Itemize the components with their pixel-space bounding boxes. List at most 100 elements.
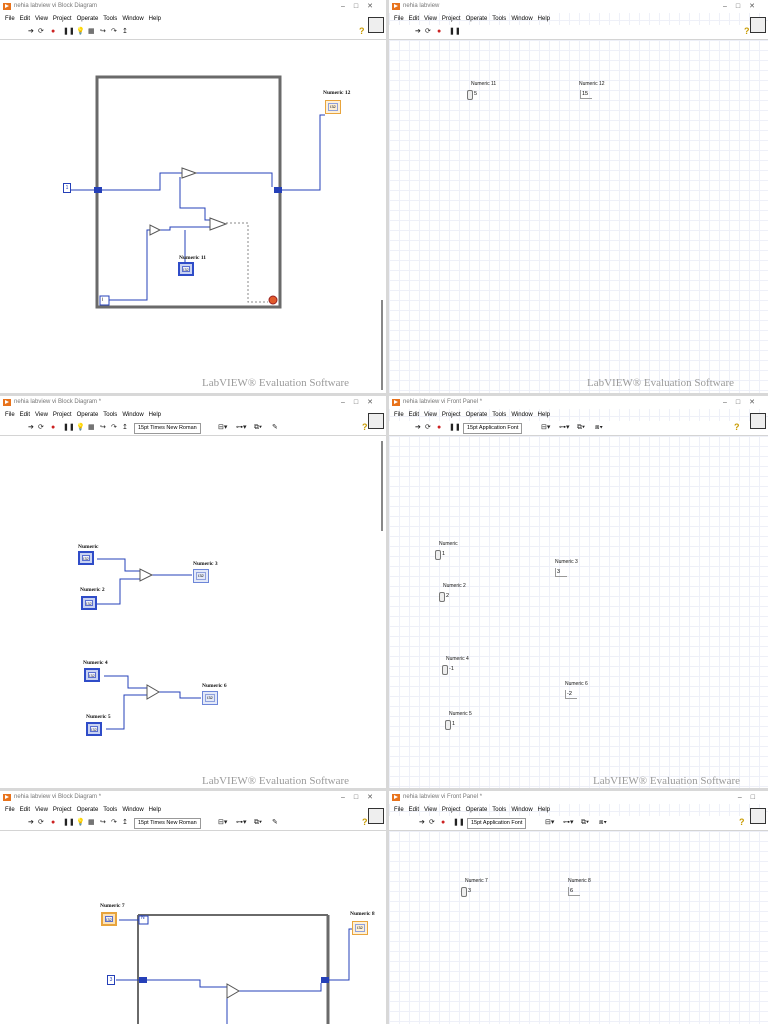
numeric-4-value[interactable]: -1 <box>449 666 454 672</box>
help-icon[interactable]: ? <box>744 26 750 36</box>
numeric-2-increment-decrement[interactable] <box>439 592 445 602</box>
abort-icon[interactable]: ● <box>437 28 442 35</box>
run-continuously-icon[interactable]: ⟳ <box>38 424 44 431</box>
step-into-icon[interactable]: ↪ <box>100 28 106 35</box>
menu-project[interactable]: Project <box>441 807 461 813</box>
menu-edit[interactable]: Edit <box>408 807 420 813</box>
numeric-5-increment-decrement[interactable] <box>445 720 451 730</box>
resize-objects-icon[interactable]: ⧉▾ <box>254 424 262 431</box>
pause-icon[interactable]: ❚❚ <box>63 819 75 826</box>
pause-icon[interactable]: ❚❚ <box>449 424 461 431</box>
pause-icon[interactable]: ❚❚ <box>453 819 465 826</box>
menu-edit[interactable]: Edit <box>19 412 31 418</box>
help-icon[interactable]: ? <box>362 817 368 827</box>
numeric-4-increment-decrement[interactable] <box>442 665 448 675</box>
numeric-constant[interactable]: 1 <box>63 183 71 193</box>
abort-icon[interactable]: ● <box>51 424 56 431</box>
step-over-icon[interactable]: ↷ <box>111 28 117 35</box>
menu-tools[interactable]: Tools <box>103 16 118 22</box>
align-objects-icon[interactable]: ⊟▾ <box>545 819 555 826</box>
menu-view[interactable]: View <box>424 807 437 813</box>
step-into-icon[interactable]: ↪ <box>100 819 106 826</box>
distribute-objects-icon[interactable]: ⊶▾ <box>236 424 247 431</box>
font-selector[interactable]: 15pt Times New Roman <box>134 818 201 829</box>
abort-icon[interactable]: ● <box>437 424 442 431</box>
distribute-objects-icon[interactable]: ⊶▾ <box>563 819 574 826</box>
font-selector[interactable]: 15pt Application Font <box>467 818 527 829</box>
window-controls[interactable]: –□✕ <box>723 399 764 406</box>
menu-tools[interactable]: Tools <box>103 807 118 813</box>
menu-tools[interactable]: Tools <box>492 16 507 22</box>
reorder-icon[interactable]: ⧈▾ <box>599 819 607 826</box>
font-selector[interactable]: 15pt Times New Roman <box>134 423 201 434</box>
menu-help[interactable]: Help <box>537 807 550 813</box>
menu-tools[interactable]: Tools <box>492 412 507 418</box>
menu-help[interactable]: Help <box>148 16 161 22</box>
run-continuously-icon[interactable]: ⟳ <box>425 28 431 35</box>
menu-file[interactable]: File <box>394 807 404 813</box>
menu-file[interactable]: File <box>394 16 404 22</box>
step-out-icon[interactable]: ↥ <box>122 28 128 35</box>
help-icon[interactable]: ? <box>359 26 365 36</box>
abort-icon[interactable]: ● <box>51 819 56 826</box>
menu-project[interactable]: Project <box>441 16 461 22</box>
menu-help[interactable]: Help <box>148 412 161 418</box>
window-controls[interactable]: –□✕ <box>341 3 382 10</box>
menu-help[interactable]: Help <box>537 412 550 418</box>
menu-view[interactable]: View <box>424 16 437 22</box>
menu-window[interactable]: Window <box>122 16 144 22</box>
numeric-2-value[interactable]: 2 <box>446 593 450 599</box>
menu-operate[interactable]: Operate <box>465 807 488 813</box>
menu-view[interactable]: View <box>35 16 48 22</box>
menu-file[interactable]: File <box>5 412 15 418</box>
menu-view[interactable]: View <box>35 412 48 418</box>
menu-window[interactable]: Window <box>511 16 533 22</box>
run-continuously-icon[interactable]: ⟳ <box>38 819 44 826</box>
numeric-4-control-terminal[interactable]: I32 <box>84 668 100 682</box>
menu-tools[interactable]: Tools <box>103 412 118 418</box>
pause-icon[interactable]: ❚❚ <box>63 424 75 431</box>
menu-project[interactable]: Project <box>52 16 72 22</box>
menu-file[interactable]: File <box>5 807 15 813</box>
numeric-3-indicator-terminal[interactable]: I32 <box>193 569 209 583</box>
menu-operate[interactable]: Operate <box>465 412 488 418</box>
menu-operate[interactable]: Operate <box>76 412 99 418</box>
menu-window[interactable]: Window <box>511 807 533 813</box>
run-icon[interactable]: ➔ <box>28 424 34 431</box>
menu-project[interactable]: Project <box>52 412 72 418</box>
numeric-constant[interactable]: 3 <box>107 975 115 985</box>
run-continuously-icon[interactable]: ⟳ <box>38 28 44 35</box>
window-controls[interactable]: –□✕ <box>341 794 382 801</box>
highlight-execution-icon[interactable]: 💡 <box>76 424 85 431</box>
font-selector[interactable]: 15pt Application Font <box>463 423 523 434</box>
reorder-icon[interactable]: ⧈▾ <box>595 424 603 431</box>
distribute-objects-icon[interactable]: ⊶▾ <box>559 424 570 431</box>
retain-wire-values-icon[interactable]: ▦ <box>88 28 95 35</box>
numeric-value[interactable]: 1 <box>442 551 446 557</box>
window-controls[interactable]: –□✕ <box>341 399 382 406</box>
align-objects-icon[interactable]: ⊟▾ <box>218 819 228 826</box>
numeric-7-increment-decrement[interactable] <box>461 887 467 897</box>
menu-file[interactable]: File <box>5 16 15 22</box>
retain-wire-values-icon[interactable]: ▦ <box>88 424 95 431</box>
menu-edit[interactable]: Edit <box>408 412 420 418</box>
step-into-icon[interactable]: ↪ <box>100 424 106 431</box>
align-objects-icon[interactable]: ⊟▾ <box>218 424 228 431</box>
menu-help[interactable]: Help <box>148 807 161 813</box>
numeric-6-indicator-terminal[interactable]: I32 <box>202 691 218 705</box>
numeric-increment-decrement[interactable] <box>435 550 441 560</box>
window-controls[interactable]: –□✕ <box>723 3 764 10</box>
abort-icon[interactable]: ● <box>51 28 56 35</box>
menu-file[interactable]: File <box>394 412 404 418</box>
run-continuously-icon[interactable]: ⟳ <box>429 819 435 826</box>
numeric-8-indicator-terminal[interactable]: I32 <box>352 921 368 935</box>
run-icon[interactable]: ➔ <box>419 819 425 826</box>
run-icon[interactable]: ➔ <box>415 424 421 431</box>
menu-view[interactable]: View <box>424 412 437 418</box>
menu-operate[interactable]: Operate <box>465 16 488 22</box>
step-over-icon[interactable]: ↷ <box>111 424 117 431</box>
menu-operate[interactable]: Operate <box>76 807 99 813</box>
pause-icon[interactable]: ❚❚ <box>63 28 75 35</box>
numeric-11-increment-decrement[interactable] <box>467 90 473 100</box>
run-icon[interactable]: ➔ <box>415 28 421 35</box>
